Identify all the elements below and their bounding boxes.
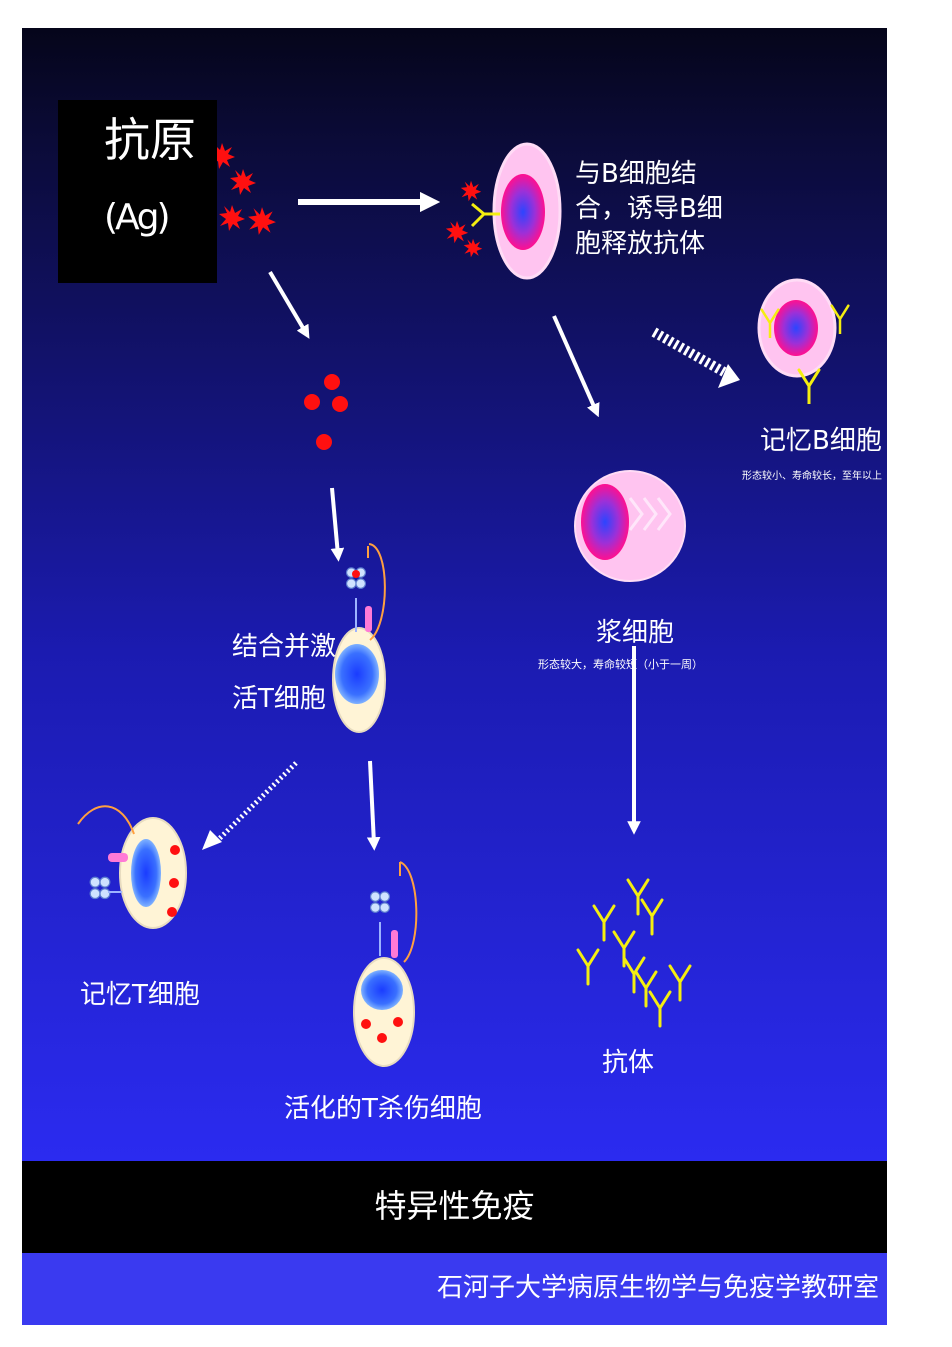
antigen-peptides (304, 374, 348, 450)
b-cell-label-line-1: 与B细胞结 (575, 159, 697, 189)
b-cell-label-line-3: 胞释放抗体 (575, 229, 706, 259)
memory-t-cell-label: 记忆T细胞 (80, 980, 200, 1010)
plasma-cell (574, 470, 686, 582)
killer-t-cell (353, 861, 418, 1067)
b-cell-label-line-2: 合，诱导B细 (575, 194, 723, 224)
activated-t-cell (332, 543, 386, 733)
footer-text: 石河子大学病原生物学与免疫学教研室 (436, 1273, 879, 1304)
killer-t-cell-label: 活化的T杀伤细胞 (284, 1094, 482, 1124)
b-cell (445, 142, 562, 280)
t-activation-label-line-2: 活T细胞 (232, 684, 326, 714)
antigen-name: 抗原 (104, 113, 196, 167)
arrow-tcell-to-memoryt (216, 761, 298, 842)
title-bar: 特异性免疫 (22, 1161, 887, 1253)
footer-bar: 石河子大学病原生物学与免疫学教研室 (22, 1253, 887, 1325)
arrow-peptides-to-tcell (330, 487, 345, 562)
slide: 抗原 (Ag) 与B细胞结 合，诱导B细 胞释放抗体 记忆B细胞 形态较小、寿命… (22, 28, 887, 1325)
plasma-cell-note: 形态较大，寿命较短（小于一周） (538, 658, 703, 671)
memory-b-cell-note: 形态较小、寿命较长，至年以上 (742, 471, 882, 482)
arrow-bcell-to-plasma (552, 315, 600, 418)
slide-title: 特异性免疫 (374, 1187, 535, 1226)
antigen-abbr: (Ag) (104, 197, 171, 238)
arrow-tcell-to-killert (366, 760, 381, 851)
memory-b-cell (757, 278, 850, 404)
antibody-label: 抗体 (602, 1048, 655, 1078)
t-activation-label-line-1: 结合并激 (232, 632, 337, 662)
memory-b-cell-label: 记忆B细胞 (760, 426, 882, 456)
antigen-label-box: 抗原 (Ag) (58, 100, 217, 283)
plasma-cell-label: 浆细胞 (596, 618, 675, 648)
arrow-antigen-to-peptides (268, 270, 310, 339)
memory-t-cell (77, 805, 187, 929)
arrow-bcell-to-memoryb (651, 327, 727, 377)
